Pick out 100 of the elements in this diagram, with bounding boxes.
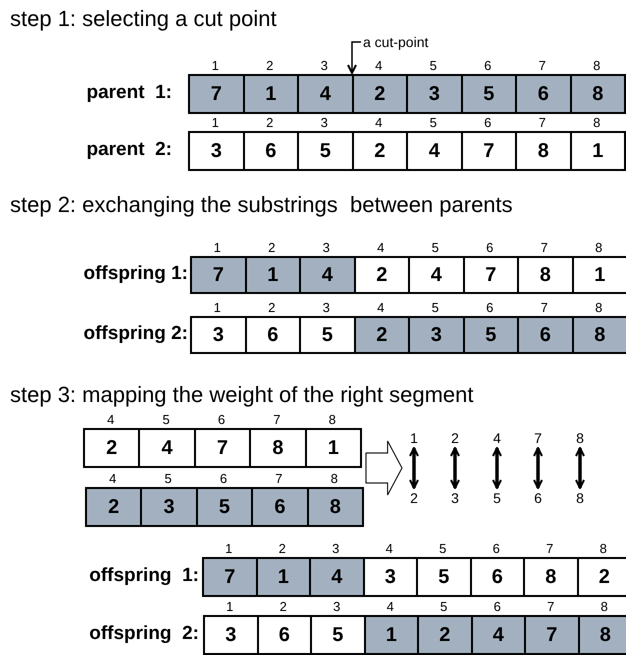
- gene-cell: 5: [196, 487, 254, 527]
- position-number: 7: [540, 240, 549, 255]
- gene-cell: 2: [354, 256, 410, 294]
- gene-cell: 1: [570, 131, 626, 171]
- mapping-number: 8: [570, 430, 590, 446]
- gene-cell: 3: [190, 316, 246, 354]
- position-number: 6: [483, 58, 492, 73]
- position-number: 8: [330, 471, 339, 486]
- position-number: 4: [384, 541, 394, 556]
- gene-cell: 6: [515, 74, 572, 114]
- position-number: 7: [540, 300, 549, 315]
- gene-cell: 6: [251, 487, 309, 527]
- gene-cell: 5: [416, 557, 472, 597]
- gene-cell: 8: [306, 487, 364, 527]
- double-arrow: [575, 447, 585, 489]
- gene-cell: 3: [408, 316, 464, 354]
- step-heading: step 3: mapping the weight of the right segment: [10, 382, 474, 408]
- mapping-number: 2: [404, 490, 424, 506]
- gene-cell: 1: [244, 256, 301, 294]
- position-number: 4: [106, 412, 116, 427]
- gene-cell: 4: [297, 74, 354, 114]
- gene-cell: 8: [249, 428, 307, 468]
- position-number: 1: [225, 599, 234, 614]
- position-number: 4: [108, 471, 118, 486]
- gene-cell: 2: [576, 557, 626, 597]
- position-number: 1: [210, 58, 220, 73]
- position-number: 7: [545, 541, 554, 556]
- gene-cell: 7: [190, 256, 246, 294]
- position-number: 8: [594, 240, 604, 255]
- gene-cell: 6: [470, 557, 525, 597]
- gene-cell: 7: [524, 615, 580, 655]
- gene-cell: 6: [517, 316, 574, 354]
- double-arrow: [492, 447, 502, 489]
- gene-cell: 1: [304, 428, 362, 468]
- gene-cell: 5: [310, 615, 366, 655]
- position-number: 8: [592, 115, 602, 130]
- gene-cell: 7: [188, 74, 244, 114]
- block-arrow: [365, 440, 403, 496]
- position-number: 2: [278, 541, 287, 556]
- position-number: 5: [438, 541, 448, 556]
- gene-cell: 7: [462, 256, 519, 294]
- position-number: 3: [332, 599, 342, 614]
- position-number: 3: [320, 115, 329, 130]
- gene-cell: 7: [202, 557, 258, 597]
- position-number: 6: [492, 599, 502, 614]
- row-label: parent 1:: [85, 82, 172, 104]
- position-number: 8: [600, 599, 609, 614]
- double-arrow: [533, 447, 543, 489]
- position-number: 8: [598, 541, 608, 556]
- gene-cell: 2: [354, 316, 410, 354]
- gene-cell: 3: [188, 131, 244, 171]
- gene-cell: 2: [352, 131, 408, 171]
- double-arrow: [450, 447, 460, 489]
- position-number: 4: [374, 58, 384, 73]
- gene-cell: 2: [83, 428, 140, 468]
- position-number: 6: [216, 412, 226, 427]
- gene-cell: 8: [572, 316, 626, 354]
- position-number: 2: [265, 58, 274, 73]
- gene-cell: 2: [85, 487, 142, 527]
- gene-cell: 5: [297, 131, 354, 171]
- gene-cell: 1: [242, 74, 299, 114]
- position-number: 1: [210, 115, 220, 130]
- gene-cell: 8: [578, 615, 626, 655]
- position-number: 4: [374, 115, 384, 130]
- position-number: 3: [320, 58, 329, 73]
- position-number: 7: [538, 58, 547, 73]
- gene-cell: 3: [140, 487, 198, 527]
- position-number: 2: [267, 240, 276, 255]
- position-number: 5: [161, 412, 171, 427]
- mapping-number: 8: [570, 490, 590, 506]
- position-number: 3: [322, 240, 331, 255]
- mapping-number: 7: [528, 430, 548, 446]
- row-label: offspring 1:: [88, 565, 199, 587]
- position-number: 2: [265, 115, 274, 130]
- pointer-arrow: [347, 41, 361, 74]
- gene-cell: 5: [460, 74, 517, 114]
- gene-cell: 6: [244, 316, 301, 354]
- position-number: 4: [376, 300, 386, 315]
- position-number: 8: [328, 412, 337, 427]
- gene-cell: 1: [256, 557, 311, 597]
- gene-cell: 5: [299, 316, 356, 354]
- position-number: 6: [492, 541, 501, 556]
- gene-cell: 8: [523, 557, 578, 597]
- step-heading: step 1: selecting a cut point: [10, 6, 277, 32]
- position-number: 6: [485, 300, 494, 315]
- position-number: 7: [274, 471, 284, 486]
- step-heading: step 2: exchanging the substrings between parents: [10, 192, 513, 218]
- gene-cell: 6: [256, 615, 312, 655]
- position-number: 7: [538, 115, 547, 130]
- mapping-number: 4: [487, 430, 507, 446]
- position-number: 1: [224, 541, 234, 556]
- position-number: 3: [331, 541, 340, 556]
- mapping-number: 5: [487, 490, 507, 506]
- position-number: 1: [212, 300, 222, 315]
- position-number: 5: [430, 300, 440, 315]
- row-label: offspring 2:: [82, 323, 188, 345]
- gene-cell: 3: [203, 615, 258, 655]
- position-number: 8: [594, 300, 604, 315]
- gene-cell: 2: [352, 74, 408, 114]
- double-arrow: [409, 447, 419, 489]
